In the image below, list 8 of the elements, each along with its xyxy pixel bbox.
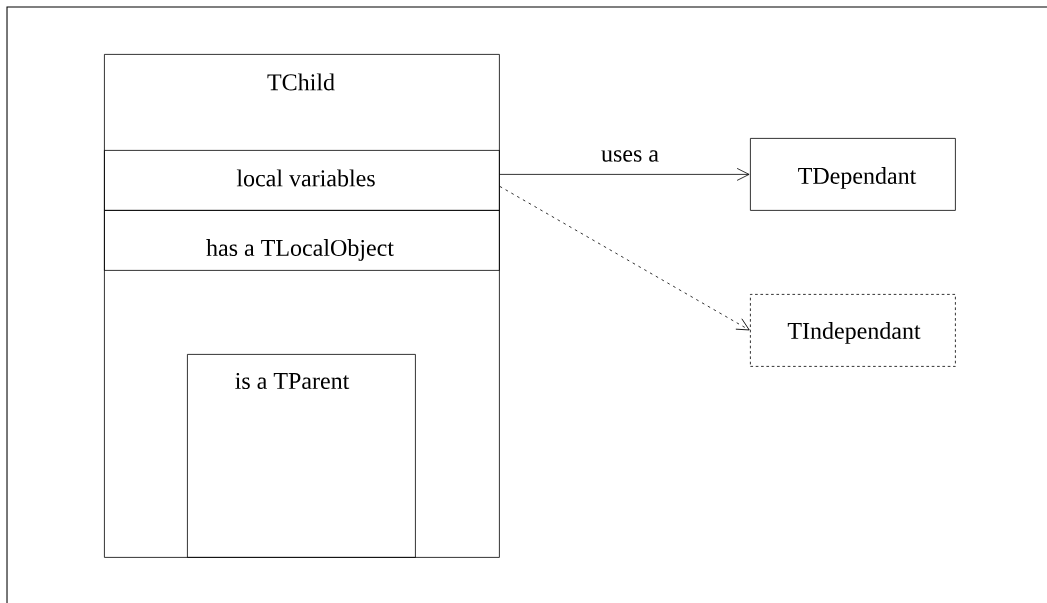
- arrow: [499, 168, 750, 181]
- class-box: TIndependant: [750, 294, 956, 367]
- parent-box: is a TParent: [187, 354, 416, 558]
- edge-label: uses a: [599, 148, 661, 164]
- compartment: has a TLocalObject: [104, 210, 500, 271]
- arrow: [499, 186, 750, 331]
- class-box: TDependant: [750, 138, 956, 211]
- compartment: local variables: [104, 150, 500, 211]
